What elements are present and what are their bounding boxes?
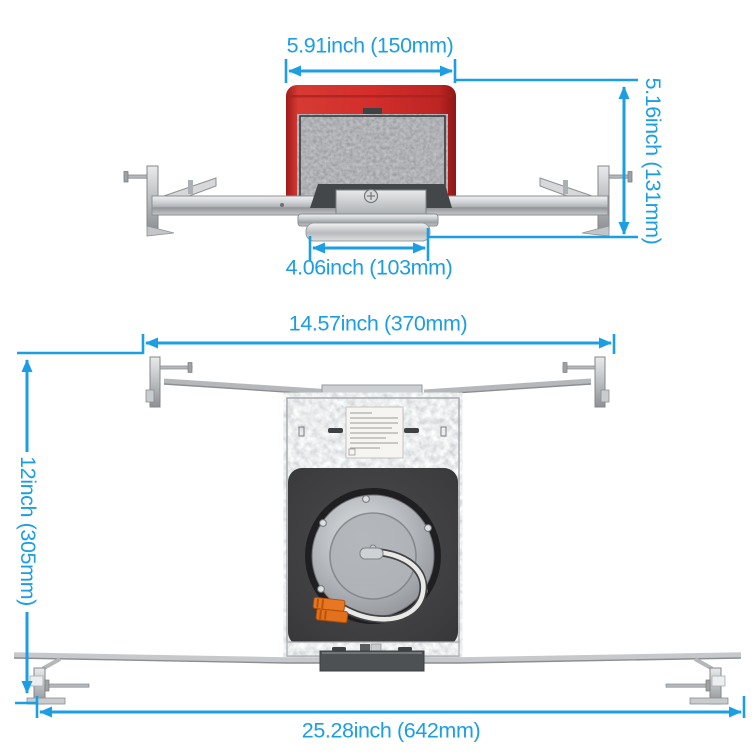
retracted-rails xyxy=(163,378,592,396)
dim-label-can-diameter: 4.06inch (103mm) xyxy=(285,255,453,280)
bottom-view-bracket-top-left xyxy=(145,356,193,408)
dim-frame-height-lines xyxy=(15,359,37,705)
lead-wire xyxy=(339,547,428,624)
extended-hanger-bar xyxy=(13,650,742,672)
spec-sticker xyxy=(345,406,404,459)
dim-can-diameter-lines xyxy=(308,228,430,261)
dim-label-housing-height: 5.16inch (131mm) xyxy=(640,77,665,245)
bottom-view-bracket-bottom-right xyxy=(665,657,729,705)
dim-frame-width-lines xyxy=(17,334,616,355)
dim-label-bars-extended: 25.28inch (642mm) xyxy=(301,718,481,743)
dim-label-frame-width: 14.57inch (370mm) xyxy=(288,311,468,336)
light-can xyxy=(305,488,441,624)
dim-housing-height-lines xyxy=(428,86,638,239)
dim-label-frame-height: 12inch (305mm) xyxy=(15,456,40,606)
bottom-view-bracket-top-right xyxy=(562,356,610,408)
bottom-view-illustration xyxy=(13,356,742,705)
dim-bars-extended-lines xyxy=(35,696,746,718)
dim-junction-box-width-lines xyxy=(284,59,638,83)
dim-label-junction-box-width: 5.91inch (150mm) xyxy=(286,33,454,58)
dimension-annotations xyxy=(15,59,746,718)
wire-connector xyxy=(312,596,349,624)
can-aperture xyxy=(297,213,439,242)
bottom-view-bracket-bottom-left xyxy=(26,657,90,705)
side-view-illustration xyxy=(123,85,633,242)
